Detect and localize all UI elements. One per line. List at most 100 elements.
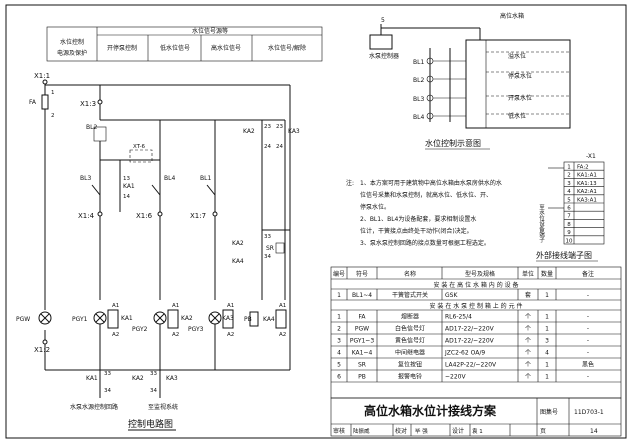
header-group: 水位信号源等	[192, 27, 228, 35]
svg-text:位计，干簧接点由终处干动作(闭合)决定。: 位计，干簧接点由终处干动作(闭合)决定。	[360, 227, 473, 235]
parts-cell: 1	[545, 374, 549, 381]
svg-text:A2: A2	[172, 332, 179, 338]
label-monitor: 至监视系统	[148, 403, 178, 411]
tank-caption: 水位控制示意图	[425, 138, 481, 148]
parts-cell: 1	[545, 326, 549, 333]
terminal-caption: 外部接线端子图	[536, 250, 592, 260]
parts-cell: 1	[545, 292, 549, 299]
header-col1-a: 水位控制	[60, 38, 84, 46]
svg-text:1、本方案可用于建筑物中高位水箱由水泵房供水的水: 1、本方案可用于建筑物中高位水箱由水泵房供水的水	[360, 179, 502, 187]
terminal-x1-1: X1:1	[34, 72, 50, 80]
svg-text:A2: A2	[227, 332, 234, 338]
svg-text:KA3: KA3	[288, 128, 300, 135]
parts-cell: -	[587, 292, 589, 299]
svg-text:A1: A1	[227, 303, 234, 309]
coil-ka1	[107, 309, 119, 329]
parts-table: 编号符号名称型号及规格单位数量备注安 装 在 高 位 水 箱 内 的 设 备安 …	[330, 266, 622, 399]
svg-text:注:: 注:	[346, 179, 354, 187]
parts-cell: 1	[337, 314, 341, 321]
terminal-number: 9	[567, 230, 571, 236]
svg-text:FA: FA	[29, 99, 37, 106]
terminal-number: 7	[567, 214, 571, 220]
label-pump-loop: 水泵水源控制回路	[70, 403, 118, 411]
svg-text:KA3: KA3	[166, 375, 178, 382]
svg-text:校对: 校对	[395, 427, 407, 435]
pump-controller-box	[369, 34, 393, 50]
terminal-number: 6	[567, 206, 571, 212]
svg-text:BL1: BL1	[413, 59, 424, 66]
svg-text:陆振威: 陆振威	[353, 427, 370, 435]
parts-cell: 黄色信号灯	[395, 337, 425, 345]
svg-text:-X1: -X1	[586, 153, 596, 160]
svg-text:BL2: BL2	[413, 77, 424, 84]
svg-text:位信号采集和水泵控制，就高水位、低水位、开、: 位信号采集和水泵控制，就高水位、低水位、开、	[360, 191, 492, 199]
frame-border	[5, 4, 627, 439]
parts-cell: 3	[545, 338, 549, 345]
svg-text:KA2: KA2	[243, 128, 255, 135]
svg-text:停泵水位。: 停泵水位。	[360, 203, 390, 211]
svg-text:KA3: KA3	[222, 315, 234, 322]
svg-text:停泵水位: 停泵水位	[508, 72, 532, 80]
terminal-label: FA:2	[577, 165, 589, 171]
header-col4: 高水位信号	[211, 44, 241, 52]
svg-text:13: 13	[123, 176, 130, 182]
coil-ka3	[222, 309, 234, 329]
parts-cell: AD17-22/~220V	[445, 338, 495, 345]
svg-text:设计: 设计	[452, 427, 464, 435]
parts-cell: 个	[525, 314, 531, 321]
parts-cell: AD17-22/~220V	[445, 326, 495, 333]
svg-text:KA1: KA1	[86, 375, 98, 382]
svg-text:X1:6: X1:6	[136, 212, 153, 220]
terminal-number: 8	[567, 222, 571, 228]
svg-text:2、BL1、BL4为设备配套，要求相制设置水: 2、BL1、BL4为设备配套，要求相制设置水	[360, 215, 476, 223]
drawing-title: 高位水箱水位计接线方案	[364, 403, 497, 418]
terminal-x1-2: X1:2	[34, 346, 50, 354]
svg-text:PGY1: PGY1	[72, 316, 88, 323]
svg-text:KA1: KA1	[123, 183, 135, 190]
terminal-number: 10	[566, 238, 573, 244]
fuse-fa	[41, 94, 49, 110]
parts-cell: ~220V	[445, 374, 466, 381]
parts-header: 备注	[582, 270, 594, 278]
parts-cell: BL1~4	[352, 292, 372, 299]
parts-header: 单位	[522, 270, 534, 278]
controller-label: 水泵控制器	[369, 52, 399, 60]
svg-text:14: 14	[123, 194, 130, 200]
svg-text:34: 34	[104, 388, 111, 394]
parts-cell: 黑色	[582, 361, 594, 369]
parts-cell: 2	[337, 326, 341, 333]
parts-cell: 白色信号灯	[395, 325, 425, 333]
svg-text:24: 24	[276, 144, 283, 150]
svg-text:图集号: 图集号	[540, 408, 558, 416]
svg-text:PGY3: PGY3	[188, 326, 204, 333]
svg-text:23: 23	[264, 124, 271, 130]
svg-text:33: 33	[264, 234, 271, 240]
parts-header: 符号	[356, 270, 368, 278]
svg-text:34: 34	[150, 388, 157, 394]
svg-text:X1:7: X1:7	[190, 212, 206, 220]
terminal-side-label: 至水位设备端子	[538, 204, 545, 243]
header-col3: 低水位信号	[160, 44, 190, 52]
parts-cell: 复位按钮	[398, 361, 422, 369]
parts-cell: 4	[545, 350, 549, 357]
parts-header: 名称	[404, 270, 416, 278]
svg-text:33: 33	[104, 371, 111, 377]
svg-text:溢水位: 溢水位	[508, 52, 526, 60]
svg-text:开泵水位: 开泵水位	[508, 94, 532, 102]
svg-text:X1:3: X1:3	[80, 100, 96, 108]
svg-text:BL1: BL1	[200, 175, 211, 182]
parts-cell: 个	[525, 326, 531, 333]
notes: 注: 1、本方案可用于建筑物中高位水箱由水泵房供水的水 位信号采集和水泵控制，就…	[346, 179, 502, 247]
terminal-label: KA1:13	[577, 181, 597, 187]
parts-cell: 中间继电器	[395, 349, 425, 357]
title-block: 高位水箱水位计接线方案 图集号 11D703-1 审核 陆振威 校对 毕 强 设…	[330, 397, 622, 437]
parts-cell: -	[587, 314, 589, 321]
parts-cell: PGW	[355, 326, 369, 333]
svg-text:BL3: BL3	[413, 96, 424, 103]
svg-text:BL3: BL3	[80, 175, 91, 182]
svg-text:A1: A1	[172, 303, 179, 309]
svg-text:XT-6: XT-6	[133, 144, 146, 150]
parts-cell: -	[587, 374, 589, 381]
svg-text:KA2: KA2	[181, 315, 193, 322]
parts-section-2: 安 装 在 水 泵 控 制 箱 上 的 元 件	[430, 302, 523, 310]
